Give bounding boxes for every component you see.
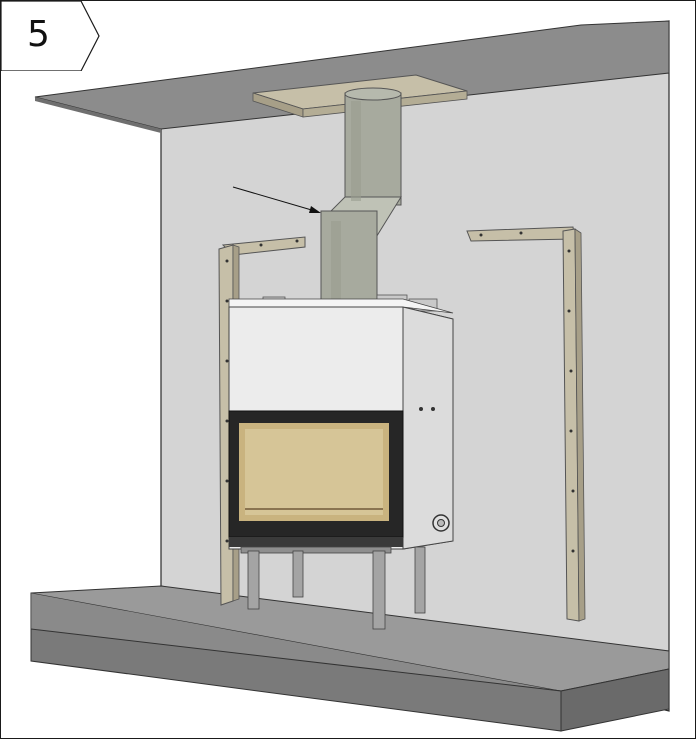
flue-pipe [320,87,402,312]
fireplace-legs [240,546,426,630]
step-tab-shape [1,1,100,72]
hearth-slab [30,585,670,732]
step-indicator: 5 [1,1,101,72]
right-wall-bracket [466,226,586,622]
arrow-icon [232,186,321,213]
step-number: 5 [27,14,50,55]
ceiling-slab [34,20,670,130]
ceiling-edge [35,97,161,133]
fireplace-door [228,410,450,547]
